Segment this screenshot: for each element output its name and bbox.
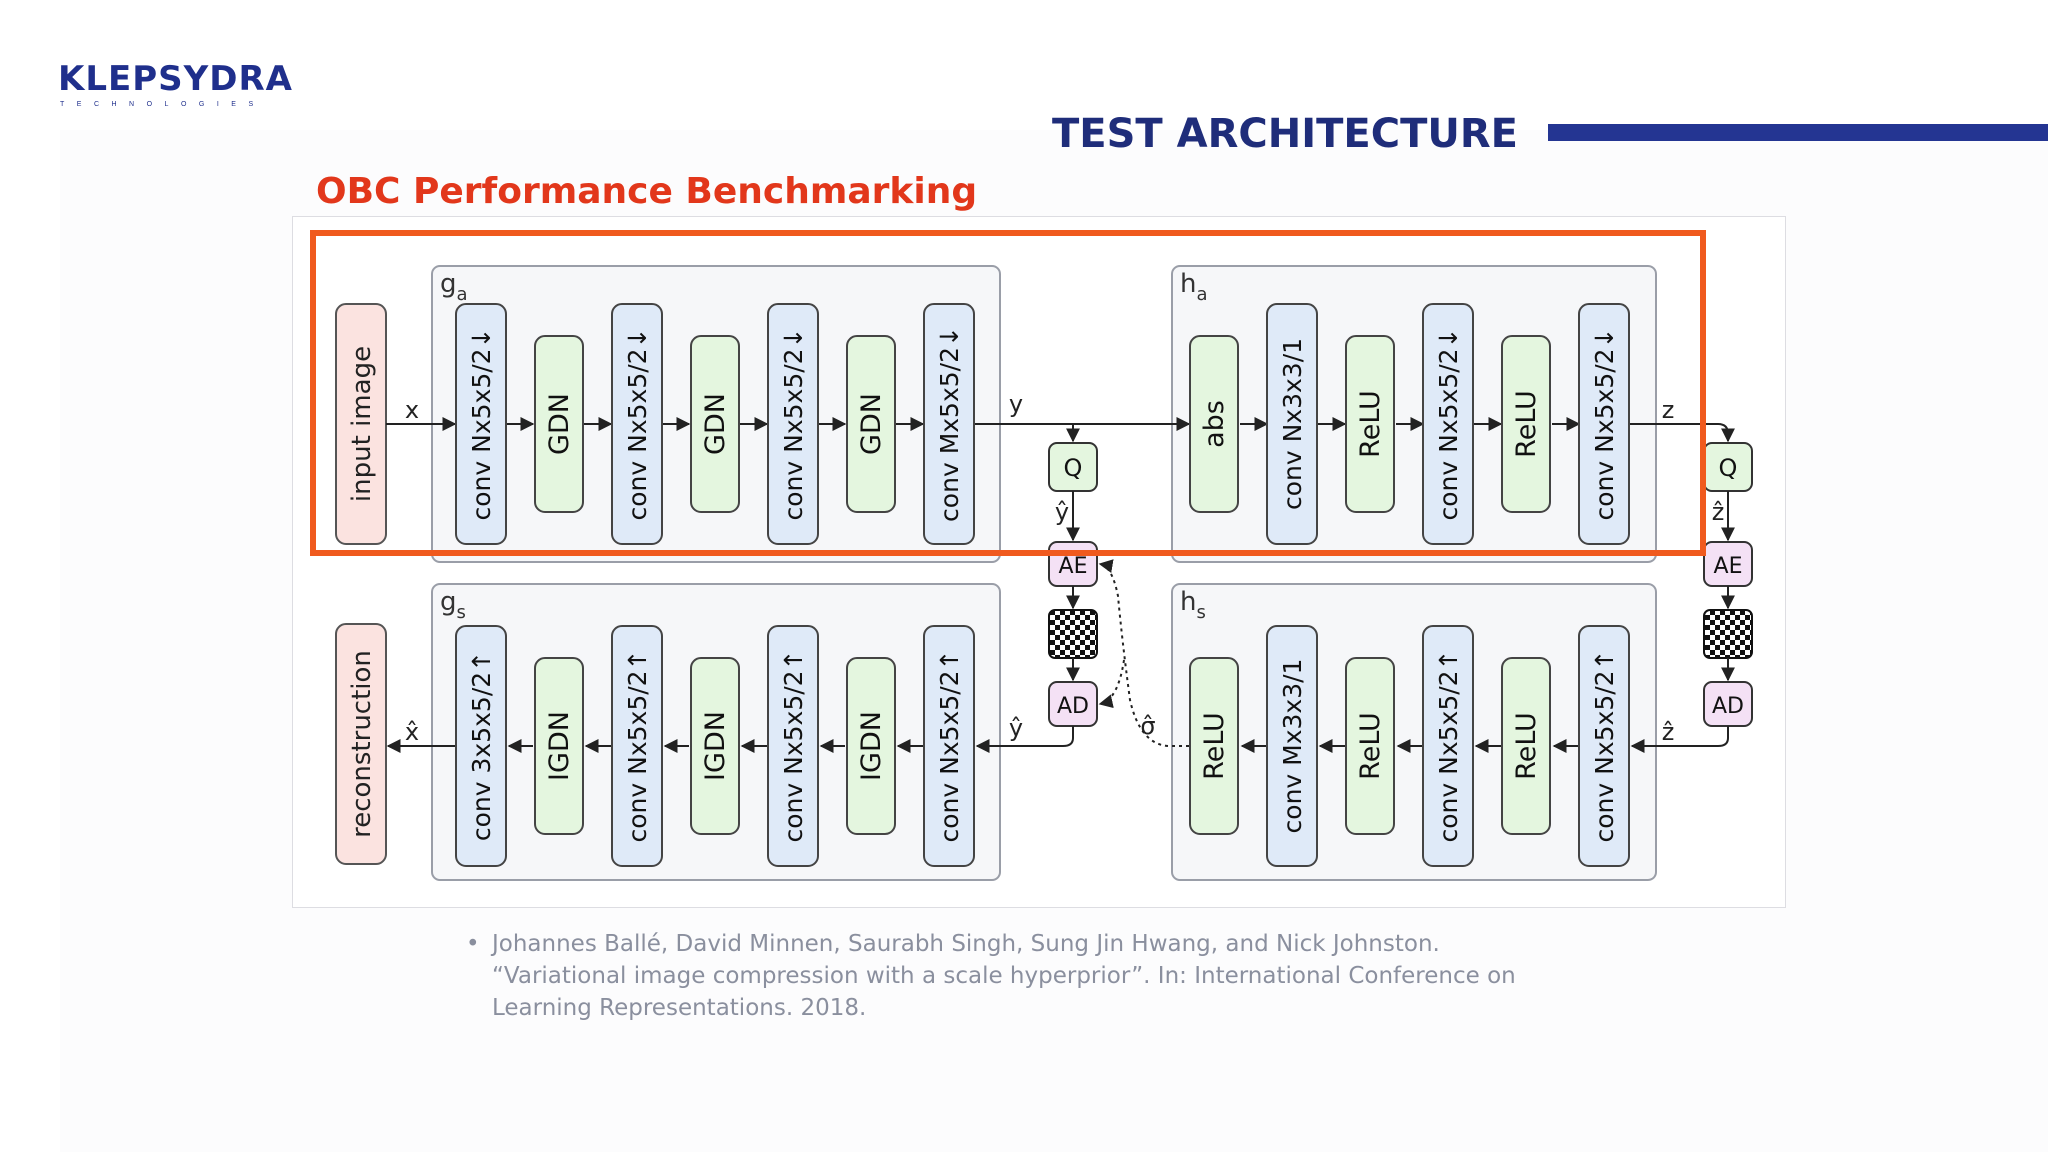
layer-label: IGDN [700,711,731,781]
layer-block [534,335,584,513]
reconstruction-label: reconstruction [347,650,377,838]
layer-label: conv Nx5x5/2↑ [779,649,808,842]
layer-label: conv Nx5x5/2↓ [779,327,808,520]
layer-block [923,625,975,867]
layer-blocks: conv Nx5x5/2↓ GDN conv Nx5x5/2↓ GDN conv Nx5… [455,303,1630,867]
layer-label: GDN [856,393,887,455]
layer-label: conv Mx5x5/2↓ [935,326,964,522]
layer-label: conv Nx5x5/2↓ [623,327,652,520]
layer-label: conv Nx3x3/1 [1278,338,1307,510]
logo-subtext: TECHNOLOGIES [60,101,266,108]
layer-block [1189,657,1239,835]
logo-wordmark: KLEPSYDRA [58,59,293,99]
layer-label: ReLU [1199,712,1230,780]
layer-block [1345,335,1395,513]
signal-zhat-q-label: ẑ [1712,498,1725,526]
ad-label-y: AD [1057,694,1089,719]
layer-label: ReLU [1355,390,1386,458]
layer-block [767,303,819,545]
layer-block [1422,303,1474,545]
layer-block [1266,625,1318,867]
slide-title: TEST ARCHITECTURE [1052,111,1518,157]
layer-block [846,657,896,835]
citation-line: Learning Representations. 2018. [492,995,867,1021]
group-gs-label: gs [440,587,466,623]
layer-block [1578,303,1630,545]
layer-label: ReLU [1511,712,1542,780]
layer-block [1266,303,1318,545]
group-hs-label: hs [1180,587,1206,623]
layer-label: GDN [544,393,575,455]
citation-line: “Variational image compression with a sc… [492,963,1516,989]
layer-label: conv Mx3x3/1 [1278,659,1307,834]
arrow-ad-y-gs [975,726,1074,753]
signal-yhat-q-label: ŷ [1055,498,1069,526]
layer-block [1422,625,1474,867]
layer-block [923,303,975,545]
layer-label: conv Nx5x5/2↑ [1590,649,1619,842]
layer-block [690,657,740,835]
title-accent-bar [1548,124,2048,141]
signal-z-label: z [1662,396,1675,424]
layer-block [611,625,663,867]
group-ga-label: ga [440,269,468,305]
arrow-ad-z-hs [1630,726,1729,753]
citation-line: Johannes Ballé, David Minnen, Saurabh Si… [492,931,1440,957]
layer-label: conv Nx5x5/2↓ [1590,327,1619,520]
ae-label-z: AE [1714,554,1743,579]
sigma-dotted-path [1098,559,1189,747]
bitstream-z-icon [1703,609,1753,659]
group-ha-label: ha [1180,269,1208,305]
ad-label-z: AD [1712,694,1744,719]
layer-block [455,625,507,867]
company-logo: KLEPSYDRA TECHNOLOGIES [58,60,308,112]
signal-xhat-label: x̂ [405,718,419,746]
layer-label: conv 3x5x5/2↑ [467,651,496,841]
reconstruction-block [335,623,387,865]
layer-label: IGDN [544,711,575,781]
layer-block [1345,657,1395,835]
layer-block [690,335,740,513]
layer-label: conv Nx5x5/2↓ [1434,327,1463,520]
layer-block [846,335,896,513]
layer-block [1501,335,1551,513]
signal-zhat-dec-label: ẑ [1662,718,1675,746]
signal-yhat-dec-label: ŷ [1009,714,1023,742]
slide-subtitle: OBC Performance Benchmarking [316,171,978,212]
layer-block [1501,657,1551,835]
signal-sigma-label: σ̂ [1140,712,1155,740]
signal-x-label: x [405,396,419,424]
arrow-z-q [1630,423,1735,443]
layer-block [767,625,819,867]
q-label-z: Q [1719,454,1738,482]
highlight-box [310,230,1706,556]
signal-y-label: y [1009,390,1023,418]
layer-block [534,657,584,835]
layer-label: conv Nx5x5/2↓ [467,327,496,520]
layer-label: conv Nx5x5/2↑ [935,649,964,842]
citation-bullet: • [466,931,480,957]
input-image-label: input image [347,346,377,502]
layer-label: ReLU [1511,390,1542,458]
layer-label: GDN [700,393,731,455]
sigma-dotted-to-ad [1098,659,1125,709]
layer-block [1578,625,1630,867]
layer-label: conv Nx5x5/2↑ [1434,649,1463,842]
citation-text: Johannes Ballé, David Minnen, Saurabh Si… [492,928,1646,1024]
layer-block [1189,335,1239,513]
layer-label: IGDN [856,711,887,781]
layer-block [455,303,507,545]
bitstream-y-icon [1048,609,1098,659]
layer-block [611,303,663,545]
ae-label-y: AE [1059,554,1088,579]
layer-label: ReLU [1355,712,1386,780]
layer-label: abs [1199,400,1230,448]
q-label-y: Q [1064,454,1083,482]
layer-label: conv Nx5x5/2↑ [623,649,652,842]
